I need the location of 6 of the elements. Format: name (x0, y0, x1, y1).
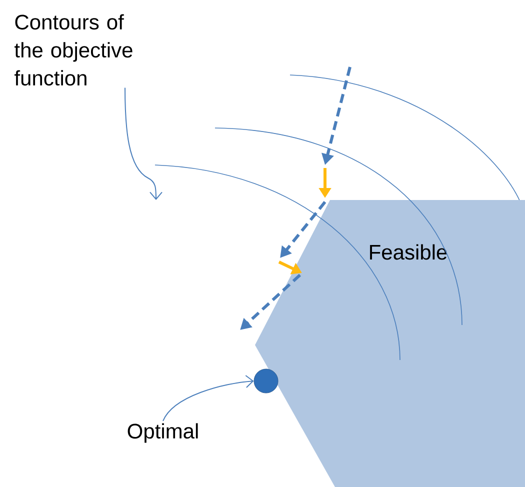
label-text: Optimal (128, 423, 198, 443)
label-text: Contours of the objective function (14, 14, 132, 86)
leader-arrow (124, 87, 162, 200)
leader-arrow (162, 375, 254, 422)
optimal-point (254, 368, 278, 394)
feasible-region: Feasible (255, 200, 525, 487)
